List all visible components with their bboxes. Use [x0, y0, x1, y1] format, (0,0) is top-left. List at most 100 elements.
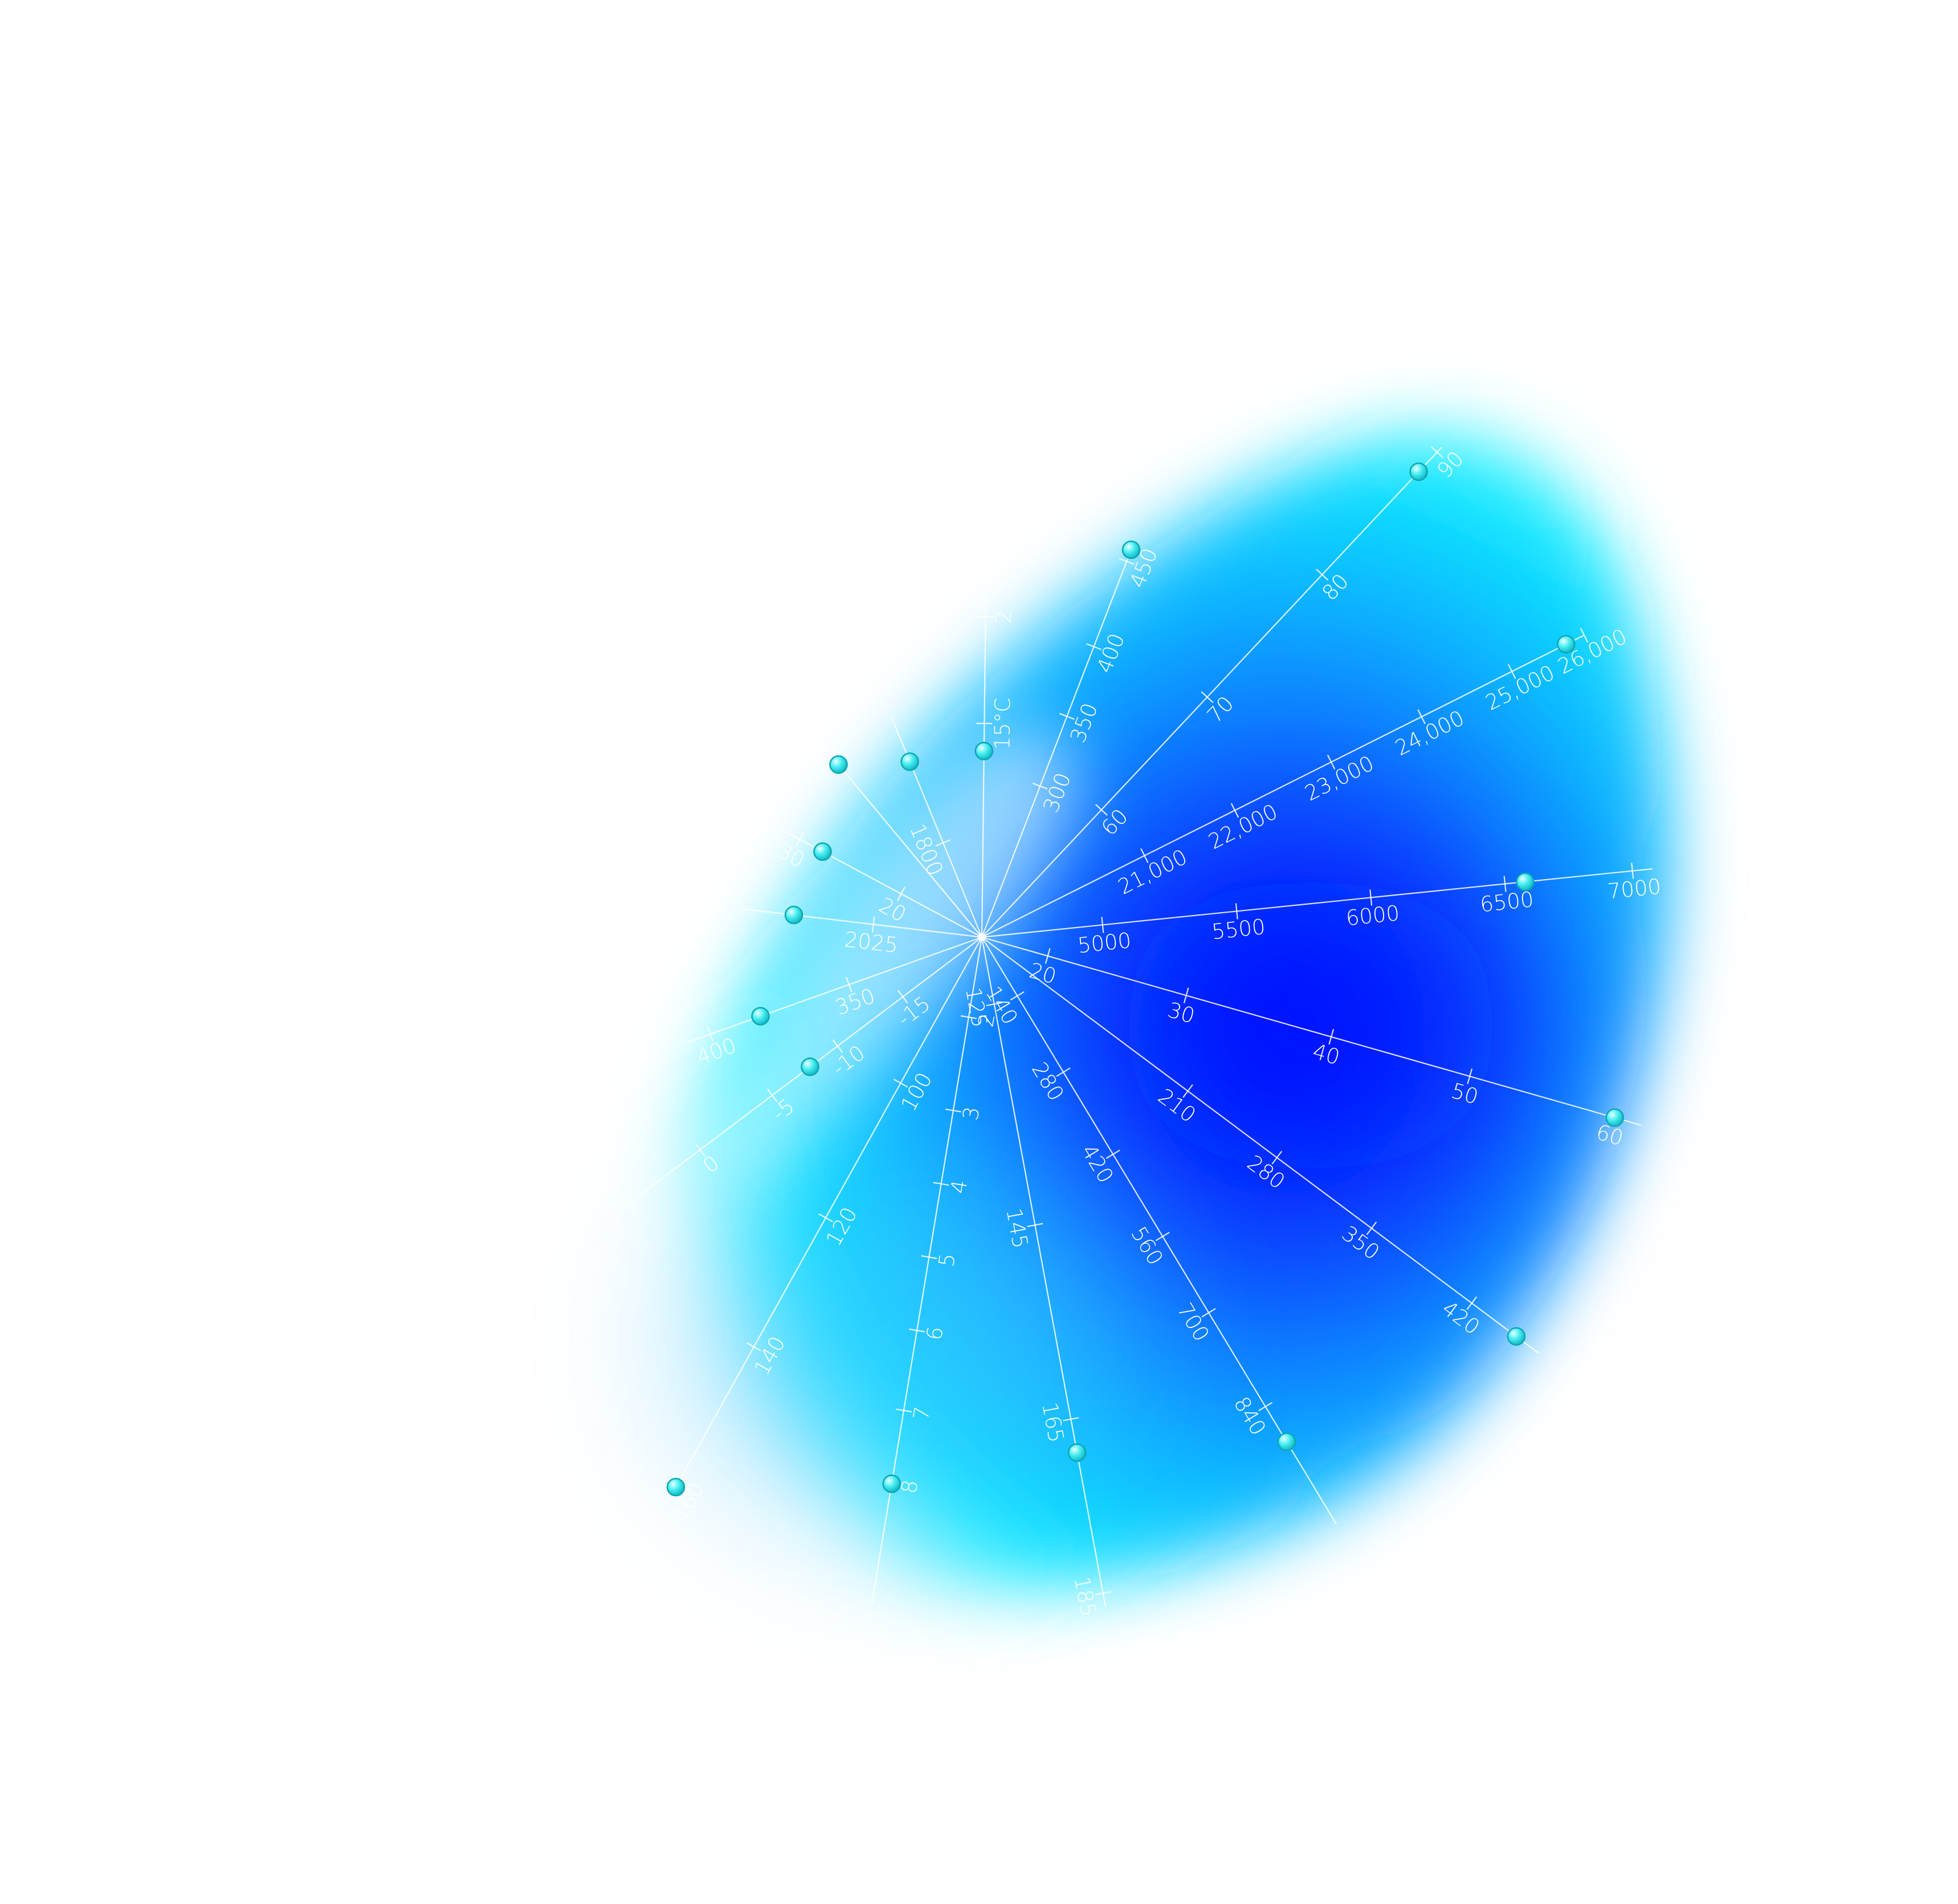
axis-se-tick: [1182, 1084, 1193, 1098]
axis-sse-tick: [1201, 1308, 1216, 1318]
axis-s-tick: [1027, 1223, 1043, 1227]
axis-ene-tick-label: 25,000: [1482, 660, 1559, 715]
axis-wsw-tick-label: 0: [698, 1150, 724, 1178]
axis-e-tick-label: 6000: [1345, 901, 1401, 930]
glow-outer-shape: [651, 432, 1669, 1591]
center-hub: [978, 933, 986, 941]
axis-sw-tick: [665, 1488, 680, 1497]
axis-nw-tick: [896, 886, 906, 901]
axis-ene-tick-label: 21,000: [1114, 844, 1191, 899]
axis-ssw-tick: [883, 1482, 900, 1486]
axis-sw-tick: [893, 1078, 908, 1088]
axis-w-tick: [846, 976, 852, 992]
axis-ne-tick-label: 80: [1317, 569, 1354, 606]
axis-nne-marker: [1121, 540, 1141, 559]
axis-sw-tick-label: 120: [821, 1203, 862, 1251]
axis-nne-tick-label: 350: [1065, 700, 1103, 746]
axis-ne-line: [981, 447, 1442, 938]
axis-sse-line: [981, 937, 1337, 1525]
axis-sse-tick-label: 840: [1229, 1392, 1271, 1440]
axis-se-tick-label: 210: [1153, 1084, 1200, 1127]
axis-n-tick-label: 15°C: [990, 697, 1015, 750]
axis-w-tick-label: 400: [694, 1033, 740, 1069]
axis-e-tick-label: 5500: [1210, 914, 1266, 944]
axis-wnw-tick: [871, 916, 875, 933]
axis-s-marker: [1067, 1443, 1087, 1462]
axis-ne-tick-label: 60: [1096, 804, 1133, 840]
axis-ssw-tick: [895, 1408, 912, 1413]
axis-sw-tick-label: 100: [896, 1068, 937, 1116]
axis-sse-tick: [1155, 1232, 1170, 1241]
axis-nne-tick: [1086, 643, 1102, 651]
axis-nnw-marker: [829, 755, 848, 774]
axis-ese-tick-label: 20: [1026, 958, 1059, 989]
axis-ssw-tick: [909, 1328, 925, 1333]
axis-sse-marker: [1277, 1432, 1296, 1452]
axis-se: 210 280 350 420: [981, 937, 1539, 1354]
axis-sse-tick: [1258, 1402, 1273, 1412]
axis-sse-tick: [1010, 991, 1025, 1001]
axis-se-marker: [1507, 1327, 1526, 1346]
axis-w-tick-label: 350: [832, 983, 878, 1020]
axis-wnw-line: [740, 908, 982, 938]
axis-s-tick-label: 185: [1070, 1575, 1101, 1619]
axis-wsw-tick-label: -5: [768, 1094, 799, 1126]
axis-sw-tick: [818, 1213, 833, 1223]
axis-ese-tick: [1045, 948, 1051, 964]
axis-ssw-tick-label: 2: [973, 1011, 1000, 1028]
axis-wnw: 2025: [740, 908, 982, 958]
axis-se-tick: [1366, 1221, 1377, 1235]
axis-ssw-tick-label: 7: [908, 1405, 935, 1422]
axis-sw-line: [669, 937, 982, 1499]
axis-se-tick: [1271, 1151, 1283, 1165]
axis-w-tick: [707, 1026, 714, 1042]
axis-sse-tick: [1106, 1149, 1120, 1159]
axis-wnw-tick-label: 2025: [843, 927, 900, 958]
axis-w-line: [686, 936, 982, 1044]
axis-se-tick: [1466, 1296, 1478, 1310]
axis-sse-tick-label: 280: [1027, 1058, 1068, 1105]
axis-se-tick-label: 420: [1437, 1296, 1484, 1340]
axis-nnw2-tick: [935, 839, 951, 847]
axis-ssw-marker: [882, 1474, 901, 1493]
axis-nne-line: [981, 549, 1132, 938]
axis-nnw2-tick-label: 1800: [905, 820, 948, 879]
axis-nnw-line: [809, 729, 982, 938]
axis-se-line: [981, 937, 1539, 1354]
axis-nne-tick: [1032, 782, 1048, 790]
axis-wsw-tick: [766, 1088, 778, 1102]
axis-ese-tick-label: 30: [1165, 998, 1197, 1028]
axis-ssw-line: [871, 937, 983, 1604]
axis-e-marker: [1516, 872, 1535, 892]
axis-ne-tick-label: 70: [1202, 692, 1239, 728]
axis-s-tick-label: 125: [961, 986, 992, 1029]
axis-w-marker: [751, 1007, 770, 1025]
axis-ne: 60 70 80 90: [981, 446, 1468, 938]
axis-ene-marker: [1557, 635, 1576, 654]
axis-wsw-marker: [801, 1057, 819, 1076]
axis-e-tick: [1631, 863, 1634, 879]
axis-ne-tick: [1201, 691, 1214, 703]
axis-nnw-tick: [811, 734, 825, 746]
glow-core: [1117, 877, 1504, 1174]
axis-ene-tick: [1230, 803, 1239, 818]
axis-n-marker: [974, 742, 994, 761]
axis-sse-tick-label: 560: [1126, 1223, 1168, 1270]
axis-ne-tick-label: 90: [1432, 447, 1468, 483]
axis-nne-tick-label: 300: [1038, 770, 1076, 816]
axis-sw-marker: [666, 1478, 686, 1497]
axis-ese-tick-label: 50: [1449, 1078, 1481, 1109]
axis-nnw2-marker: [900, 752, 919, 771]
axis-s-tick: [1095, 1591, 1111, 1596]
markers-group: [666, 462, 1624, 1497]
axis-sse-tick-label: 700: [1172, 1298, 1214, 1346]
axis-n: 15°C2: [976, 592, 1016, 938]
axis-se-tick-label: 350: [1337, 1221, 1384, 1265]
axis-ssw-tick: [960, 1015, 977, 1019]
axis-ne-tick: [1430, 446, 1443, 458]
axis-sse-tick-label: 420: [1076, 1140, 1118, 1187]
